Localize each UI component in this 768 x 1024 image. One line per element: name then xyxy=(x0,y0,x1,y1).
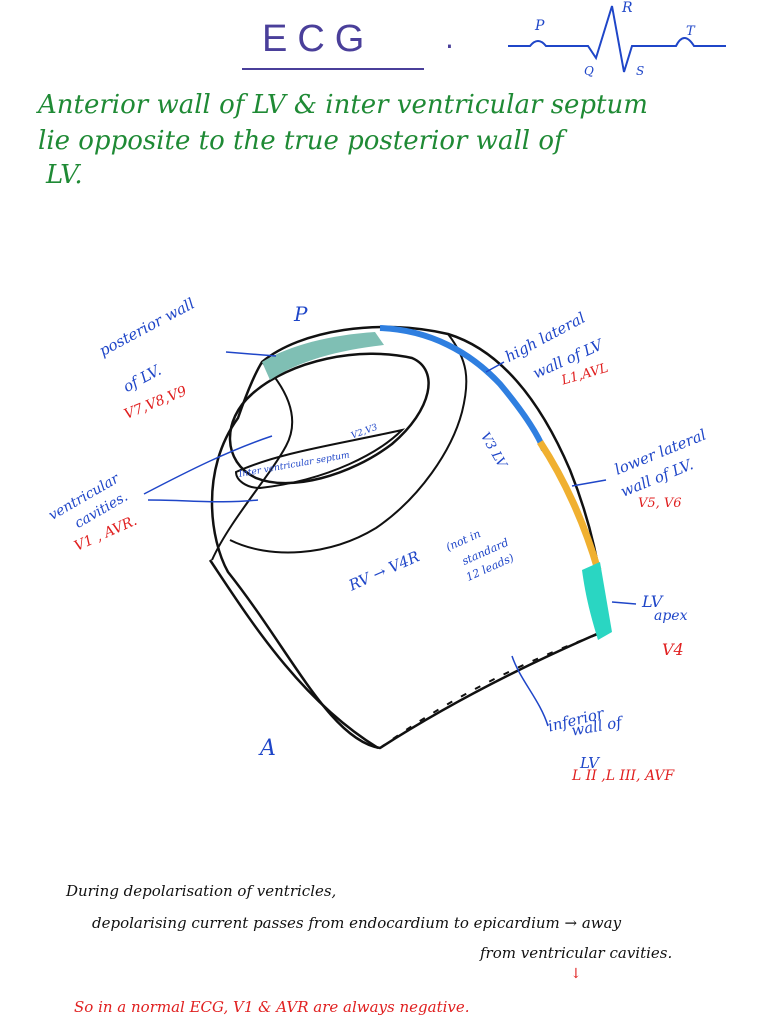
arrow-posterior-wall xyxy=(225,351,277,357)
heart-outer-outline xyxy=(210,325,608,750)
footer-line-2: depolarising current passes from endocar… xyxy=(92,914,622,932)
lower-lateral-leads: V5, V6 xyxy=(638,496,682,511)
lv-cavity-outline xyxy=(228,352,430,485)
label-posterior-p: P xyxy=(294,302,308,326)
lv-inner-rim xyxy=(211,361,294,561)
septum-outline xyxy=(234,428,406,490)
arrow-apex xyxy=(611,601,637,605)
arrow-cavity-1 xyxy=(143,435,273,495)
intro-line-2: lie opposite to the true posterior wall … xyxy=(38,126,564,156)
title-underline xyxy=(242,68,424,70)
arrow-inferior xyxy=(511,655,549,727)
heart-right-wall xyxy=(229,333,468,554)
footer-arrow: ↓ xyxy=(570,966,582,982)
ecg-label-q: Q xyxy=(584,64,594,78)
ecg-label-t: T xyxy=(686,24,695,39)
ecg-label-r: R xyxy=(622,0,633,16)
intro-line-3: LV. xyxy=(46,160,83,190)
posterior-wall-segment xyxy=(262,332,384,380)
apex-leads: V4 xyxy=(662,640,684,659)
footer-line-1: During depolarisation of ventricles, xyxy=(66,882,337,900)
arrow-cavity-2 xyxy=(147,499,259,503)
inferior-label-3: LV xyxy=(580,754,600,772)
apex-label-2: apex xyxy=(654,608,688,624)
footer-conclusion: So in a normal ECG, V1 & AVR are always … xyxy=(74,998,470,1016)
high-lateral-wall-segment xyxy=(379,325,547,452)
apex-segment xyxy=(582,562,612,640)
ecg-trace xyxy=(508,5,726,73)
intro-line-1: Anterior wall of LV & inter ventricular … xyxy=(38,90,648,120)
lower-lateral-wall-segment xyxy=(537,440,602,571)
title-dot: . xyxy=(445,22,454,55)
apex-label: LV xyxy=(642,592,663,611)
arrow-high-lateral xyxy=(485,361,505,373)
inferior-leads: L II ,L III, AVF xyxy=(572,768,675,784)
footer-line-3: from ventricular cavities. xyxy=(480,944,673,962)
heart-base xyxy=(208,559,379,750)
page-title: ECG xyxy=(262,18,375,60)
ecg-label-p: P xyxy=(535,18,545,34)
inferior-dashed-edge xyxy=(379,631,605,749)
arrow-lower-lateral xyxy=(571,479,607,487)
label-anterior-a: A xyxy=(260,736,276,761)
ecg-label-s: S xyxy=(636,64,645,78)
